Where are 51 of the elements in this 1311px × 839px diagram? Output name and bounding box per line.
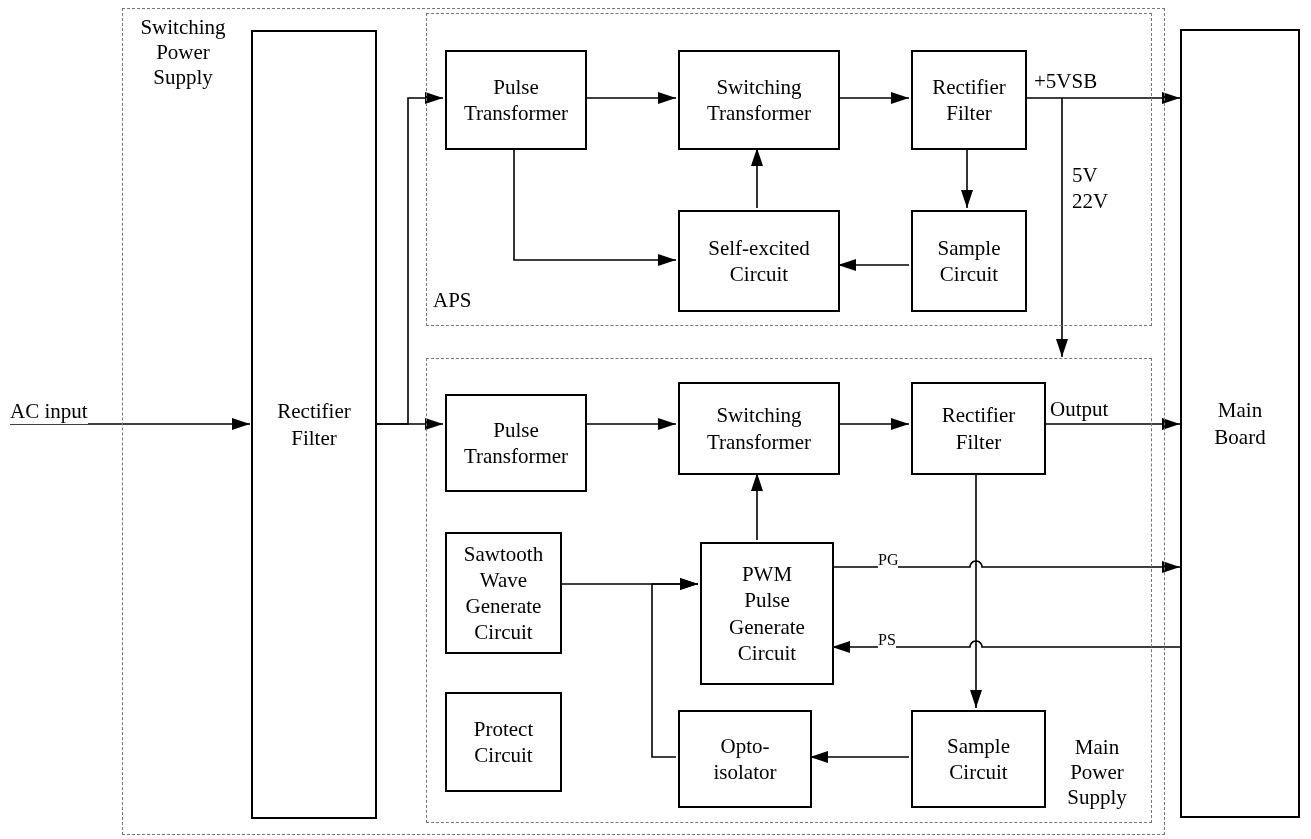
- block-box: [678, 50, 840, 150]
- block-label: Switching Transformer: [705, 402, 813, 455]
- block-box: [678, 382, 840, 475]
- block-box: [911, 710, 1046, 808]
- arrow: [831, 640, 1181, 653]
- block-box: [911, 382, 1046, 475]
- block-box: [445, 692, 562, 792]
- arrow: [513, 147, 677, 266]
- block-box: [1180, 29, 1300, 818]
- block-label: Switching Transformer: [705, 73, 813, 127]
- block-box: [445, 394, 587, 492]
- block-box: [700, 542, 834, 685]
- block-box: [251, 30, 377, 819]
- block-box: [678, 710, 812, 808]
- block-label: Protect Circuit: [472, 715, 535, 769]
- block-label: Sample Circuit: [946, 732, 1011, 786]
- arrow: [809, 751, 910, 763]
- arrow: [584, 92, 677, 104]
- group-title: Main Power Supply: [1066, 735, 1128, 811]
- arrow: [961, 147, 973, 209]
- group-title: APS: [433, 288, 473, 314]
- block-box: [445, 50, 587, 150]
- block-label: Main Board: [1213, 397, 1267, 450]
- arrow: [1024, 92, 1181, 104]
- arrow: [837, 92, 910, 104]
- block-label: Pulse Transformer: [462, 416, 570, 470]
- block-label: Sample Circuit: [936, 234, 1002, 288]
- arrow: [584, 418, 677, 430]
- block-box: [911, 50, 1027, 150]
- block-label: Rectifier Filter: [276, 398, 352, 451]
- block-label: Pulse Transformer: [462, 73, 570, 127]
- arrow: [970, 472, 982, 709]
- block-label: PWM Pulse Generate Circuit: [728, 561, 806, 666]
- arrow: [831, 560, 1181, 573]
- block-box: [445, 532, 562, 654]
- arrow: [1056, 97, 1068, 358]
- block-label: Rectifier Filter: [931, 73, 1007, 127]
- arrow: [837, 259, 910, 271]
- block-box: [678, 210, 840, 312]
- group-title: Switching Power Supply: [139, 15, 227, 91]
- arrow: [651, 578, 699, 758]
- block-label: Opto-isolator: [712, 732, 778, 786]
- block-label: Self-excited Circuit: [707, 234, 811, 288]
- block-label: Rectifier Filter: [940, 402, 1017, 455]
- arrow: [751, 147, 763, 209]
- arrow: [751, 472, 763, 541]
- arrow: [837, 418, 910, 430]
- arrow: [1043, 418, 1181, 430]
- block-box: [911, 210, 1027, 312]
- arrow: [375, 418, 444, 430]
- block-label: Sawtooth Wave Generate Circuit: [462, 540, 545, 646]
